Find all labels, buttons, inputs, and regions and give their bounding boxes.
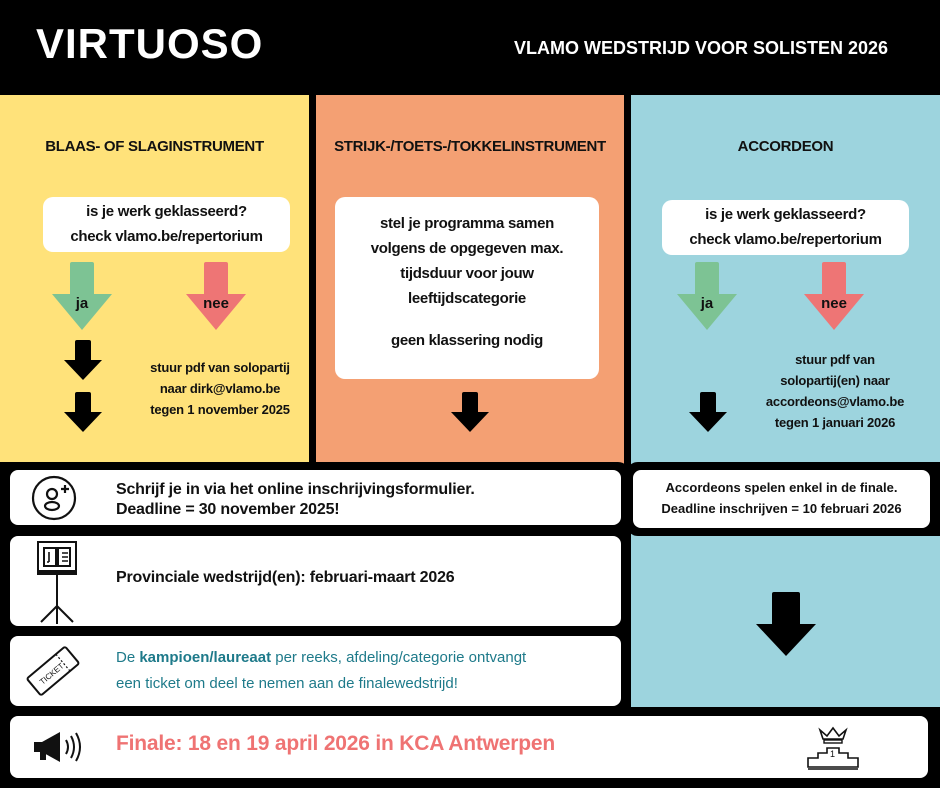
repertorium-link[interactable]: check vlamo.be/repertorium bbox=[70, 228, 263, 245]
podium-number: 1 bbox=[830, 749, 835, 759]
question-card: is je werk geklasseerd? check vlamo.be/r… bbox=[662, 200, 909, 255]
header: VIRTUOSO VLAMO WEDSTRIJD VOOR SOLISTEN 2… bbox=[0, 0, 940, 92]
arrow-down-icon bbox=[451, 392, 489, 432]
column-title: BLAAS- OF SLAGINSTRUMENT bbox=[45, 138, 264, 155]
register-step: Schrijf je in via het online inschrijvin… bbox=[10, 470, 621, 525]
yes-arrow-icon: ja bbox=[52, 262, 112, 330]
subtitle: VLAMO WEDSTRIJD VOOR SOLISTEN 2026 bbox=[514, 38, 889, 58]
repertorium-link[interactable]: check vlamo.be/repertorium bbox=[689, 231, 882, 248]
arrow-down-icon bbox=[64, 392, 102, 432]
podium-icon: 1 bbox=[807, 726, 859, 770]
note: geen klassering nodig bbox=[390, 332, 544, 349]
no-label: nee bbox=[821, 295, 847, 312]
yes-label: ja bbox=[700, 295, 714, 312]
arrow-down-icon bbox=[756, 592, 816, 658]
arrow-down-icon bbox=[689, 392, 727, 432]
provincial-step: Provinciale wedstrijd(en): februari-maar… bbox=[10, 536, 621, 626]
column-title: ACCORDEON bbox=[737, 138, 834, 155]
instruction-text: stuur pdf van solopartij(en) naar accord… bbox=[745, 349, 925, 433]
program-card: stel je programma samen volgens de opgeg… bbox=[335, 197, 599, 379]
question-text: is je werk geklasseerd? bbox=[705, 206, 866, 223]
register-deadline: Deadline = 30 november 2025! bbox=[116, 501, 340, 518]
accordion-note: Accordeons spelen enkel in de finale. De… bbox=[633, 470, 930, 528]
column-wind-percussion bbox=[0, 95, 309, 465]
question-text: is je werk geklasseerd? bbox=[86, 203, 247, 220]
arrow-down-icon bbox=[64, 340, 102, 380]
instruction-text: stuur pdf van solopartij naar dirk@vlamo… bbox=[130, 357, 310, 420]
yes-arrow-icon: ja bbox=[677, 262, 737, 330]
ticket-step: TICKET De kampioen/laureaat per reeks, a… bbox=[10, 636, 621, 706]
add-user-icon bbox=[31, 475, 77, 521]
no-arrow-icon: nee bbox=[186, 262, 246, 330]
column-title: STRIJK-/TOETS-/TOKKELINSTRUMENT bbox=[334, 138, 606, 155]
ticket-text: De kampioen/laureaat per reeks, afdeling… bbox=[116, 649, 527, 692]
logo: VIRTUOSO bbox=[36, 20, 264, 67]
yes-label: ja bbox=[75, 295, 89, 312]
register-text[interactable]: Schrijf je in via het online inschrijvin… bbox=[116, 481, 475, 498]
finale-text: Finale: 18 en 19 april 2026 in KCA Antwe… bbox=[116, 732, 555, 755]
no-arrow-icon: nee bbox=[804, 262, 864, 330]
megaphone-icon bbox=[34, 732, 81, 762]
ticket-icon: TICKET bbox=[26, 646, 80, 696]
music-stand-icon bbox=[37, 541, 77, 624]
provincial-text: Provinciale wedstrijd(en): februari-maar… bbox=[116, 569, 455, 586]
email-link[interactable]: naar dirk@vlamo.be bbox=[159, 381, 281, 396]
question-card: is je werk geklasseerd? check vlamo.be/r… bbox=[43, 197, 290, 252]
no-label: nee bbox=[203, 295, 229, 312]
email-link[interactable]: accordeons@vlamo.be bbox=[765, 394, 905, 409]
finale-bar: Finale: 18 en 19 april 2026 in KCA Antwe… bbox=[10, 716, 928, 778]
champion-highlight: kampioen/laureaat bbox=[139, 649, 272, 666]
